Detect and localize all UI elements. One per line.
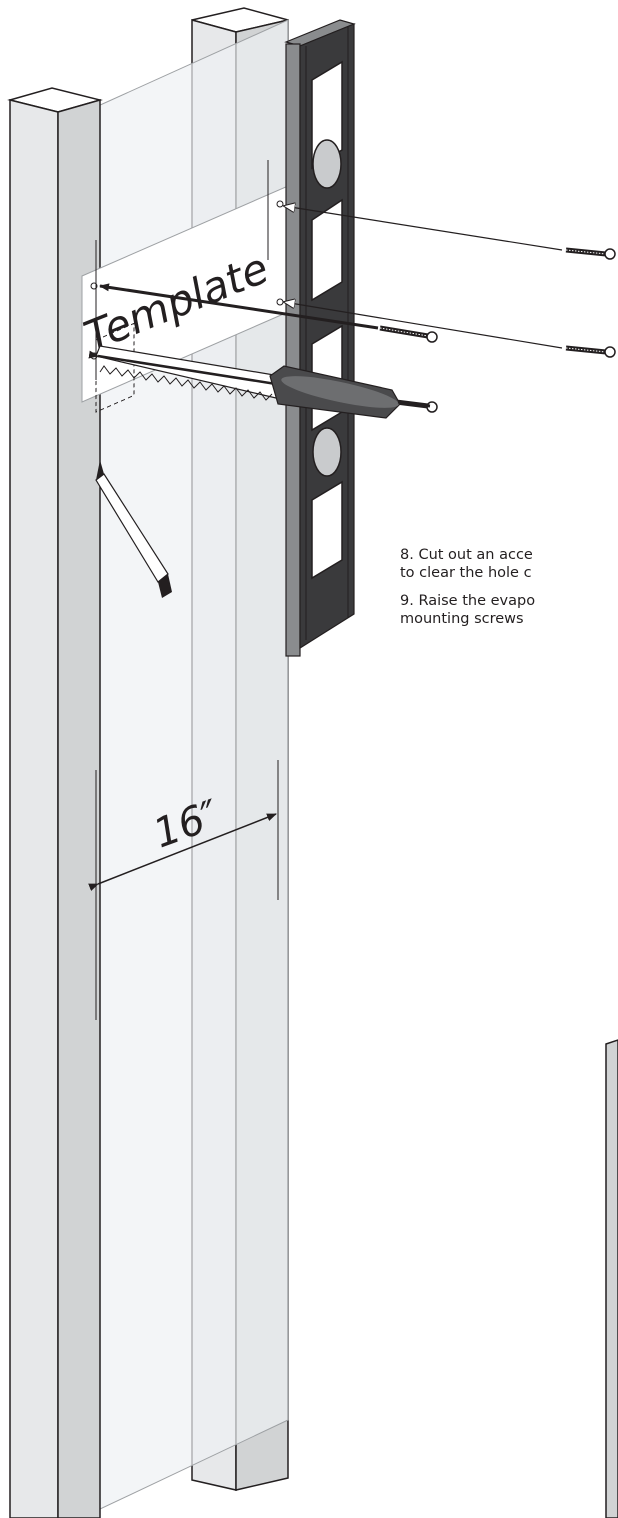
level-vial-2	[312, 427, 342, 477]
next-stud-edge	[605, 1039, 618, 1518]
level-vial-1	[312, 139, 342, 189]
screw-icon	[379, 247, 616, 413]
instruction-step-9: 9. Raise the evapo mounting screws	[400, 592, 535, 628]
step-8-line-2: to clear the hole c	[400, 565, 532, 581]
step-9-line-2: mounting screws	[400, 611, 524, 627]
screw-hole-4	[276, 298, 284, 306]
screw-3	[379, 325, 438, 343]
front-stud	[7, 87, 103, 1518]
stud-centerlines	[95, 160, 279, 1020]
step-8-line-1: 8. Cut out an acce	[400, 547, 533, 563]
arrow-icon	[99, 206, 563, 349]
screw-2	[565, 345, 616, 358]
instruction-step-8: 8. Cut out an acce to clear the hole c	[400, 546, 533, 582]
screwdriver-icon	[269, 365, 431, 419]
screw-1	[565, 247, 616, 260]
level-icon	[284, 19, 356, 657]
saw-icon	[88, 345, 281, 401]
screw-hole-3	[276, 200, 284, 208]
step-9-line-1: 9. Raise the evapo	[400, 593, 536, 609]
pencil-icon	[95, 460, 172, 598]
